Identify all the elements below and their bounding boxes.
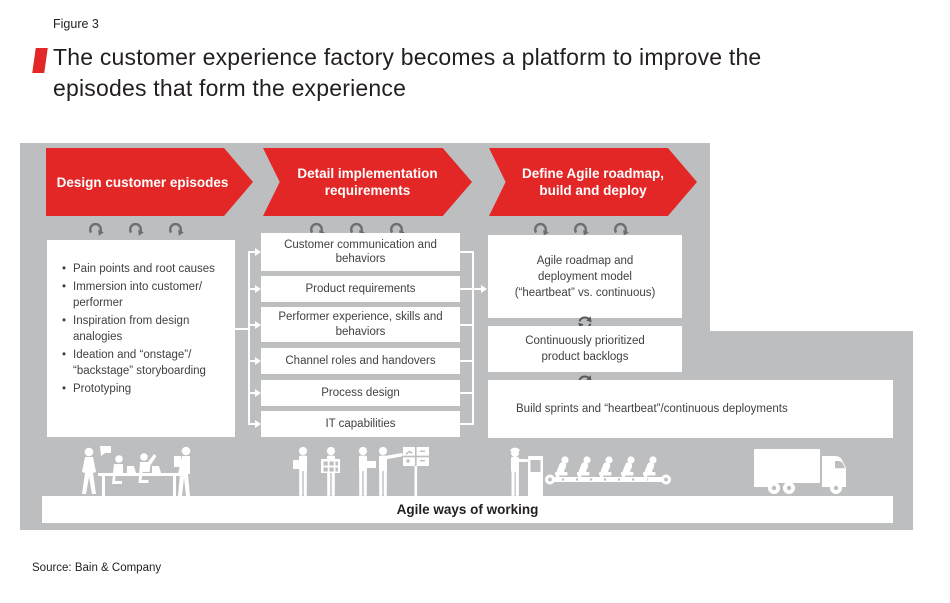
list-item: Pain points and root causes (62, 261, 227, 278)
build-sprints-box: Build sprints and “heartbeat”/continuous… (488, 380, 893, 438)
stage-arrow-define-roadmap: Define Agile roadmap, build and deploy (489, 148, 697, 216)
design-episodes-box: Pain points and root causes Immersion in… (47, 240, 235, 437)
list-item: Immersion into customer/​performer (62, 279, 227, 312)
agile-ways-bar: Agile ways of working (42, 496, 893, 523)
iteration-icon (128, 222, 144, 236)
connector-line (460, 288, 474, 290)
connector-arrow (255, 248, 261, 256)
requirement-box: Process design (261, 380, 460, 406)
assembly-line-icon (510, 447, 671, 496)
connector-line (249, 392, 256, 394)
list-item: Inspiration from design analogies (62, 313, 227, 346)
workshop-team-icon (82, 446, 191, 496)
requirement-label: Customer communication and behaviors (284, 238, 437, 266)
iteration-icon (168, 222, 184, 236)
stage-arrow-detail-requirements: Detail implementation requirements (263, 148, 472, 216)
requirement-label: IT capabilities (325, 417, 396, 430)
connector-line (249, 323, 256, 326)
requirement-box: IT capabilities (261, 411, 460, 437)
connector-arrow (255, 320, 261, 329)
design-episodes-list: Pain points and root causes Immersion in… (62, 261, 227, 398)
iteration-icon (534, 222, 549, 236)
agile-roadmap-line: Agile roadmap and (536, 254, 634, 267)
requirement-label: Channel roles and handovers (285, 354, 436, 367)
connector-line (248, 251, 250, 425)
figure-number-label: Figure 3 (53, 17, 99, 31)
figure-title-line2: episodes that form the experience (53, 75, 407, 101)
list-item: Ideation and “onstage”/​“backstage” stor… (62, 347, 227, 380)
build-sprints-label: Build sprints and “heartbeat”/continuous… (516, 402, 788, 415)
connector-line (460, 251, 474, 253)
connector-arrow (255, 389, 261, 397)
stage-label: Design customer episodes (56, 174, 229, 190)
connector-line (473, 288, 481, 290)
connector-line (235, 328, 249, 330)
stage-label: requirements (324, 183, 411, 198)
requirement-box: Channel roles and handovers (261, 348, 460, 374)
figure-title: The customer experience factory becomes … (53, 42, 883, 104)
connector-line (460, 392, 474, 394)
connector-arrow (481, 285, 487, 293)
stage-label: Define Agile roadmap, (521, 166, 665, 181)
connector-line (249, 288, 256, 290)
source-note: Source: Bain & Company (32, 562, 162, 574)
connector-line (472, 251, 474, 425)
requirement-label: Performer experience, skills and behavio… (278, 311, 443, 338)
backlog-box: Continuously prioritized product backlog… (488, 326, 682, 372)
list-item: Prototyping (62, 381, 227, 398)
requirement-label: Product requirements (305, 282, 416, 295)
connector-arrow (255, 357, 261, 365)
backlog-line: Continuously prioritized (525, 335, 645, 347)
connector-arrow (255, 420, 261, 428)
agile-ways-label: Agile ways of working (396, 502, 539, 517)
connector-arrow (255, 285, 261, 293)
agile-roadmap-line: (“heartbeat” vs. continuous) (514, 286, 656, 299)
connector-line (249, 423, 256, 425)
iteration-icon (614, 222, 629, 236)
team-boards-icon (293, 446, 429, 496)
connector-line (460, 423, 474, 425)
requirement-label: Process design (321, 386, 400, 399)
requirement-box: Customer communication and behaviors (261, 233, 460, 271)
agile-roadmap-line: deployment model (538, 270, 632, 283)
iteration-icon (574, 222, 589, 236)
requirement-box: Product requirements (261, 276, 460, 302)
stage-arrow-design-episodes: Design customer episodes (46, 148, 253, 216)
stage-label: build and deploy (539, 183, 647, 198)
requirement-box: Performer experience, skills and behavio… (261, 307, 460, 342)
connector-line (249, 360, 256, 362)
connector-line (460, 360, 474, 362)
red-title-bullet (32, 48, 48, 73)
connector-line (249, 251, 256, 253)
backlog-line: product backlogs (541, 351, 629, 363)
delivery-truck-icon (754, 449, 846, 494)
figure-title-line1: The customer experience factory becomes … (53, 44, 762, 70)
connector-line (460, 323, 474, 326)
agile-roadmap-box: Agile roadmap and deployment model (“hea… (488, 235, 682, 318)
iteration-icon (88, 222, 104, 236)
stage-label: Detail implementation (297, 166, 438, 181)
